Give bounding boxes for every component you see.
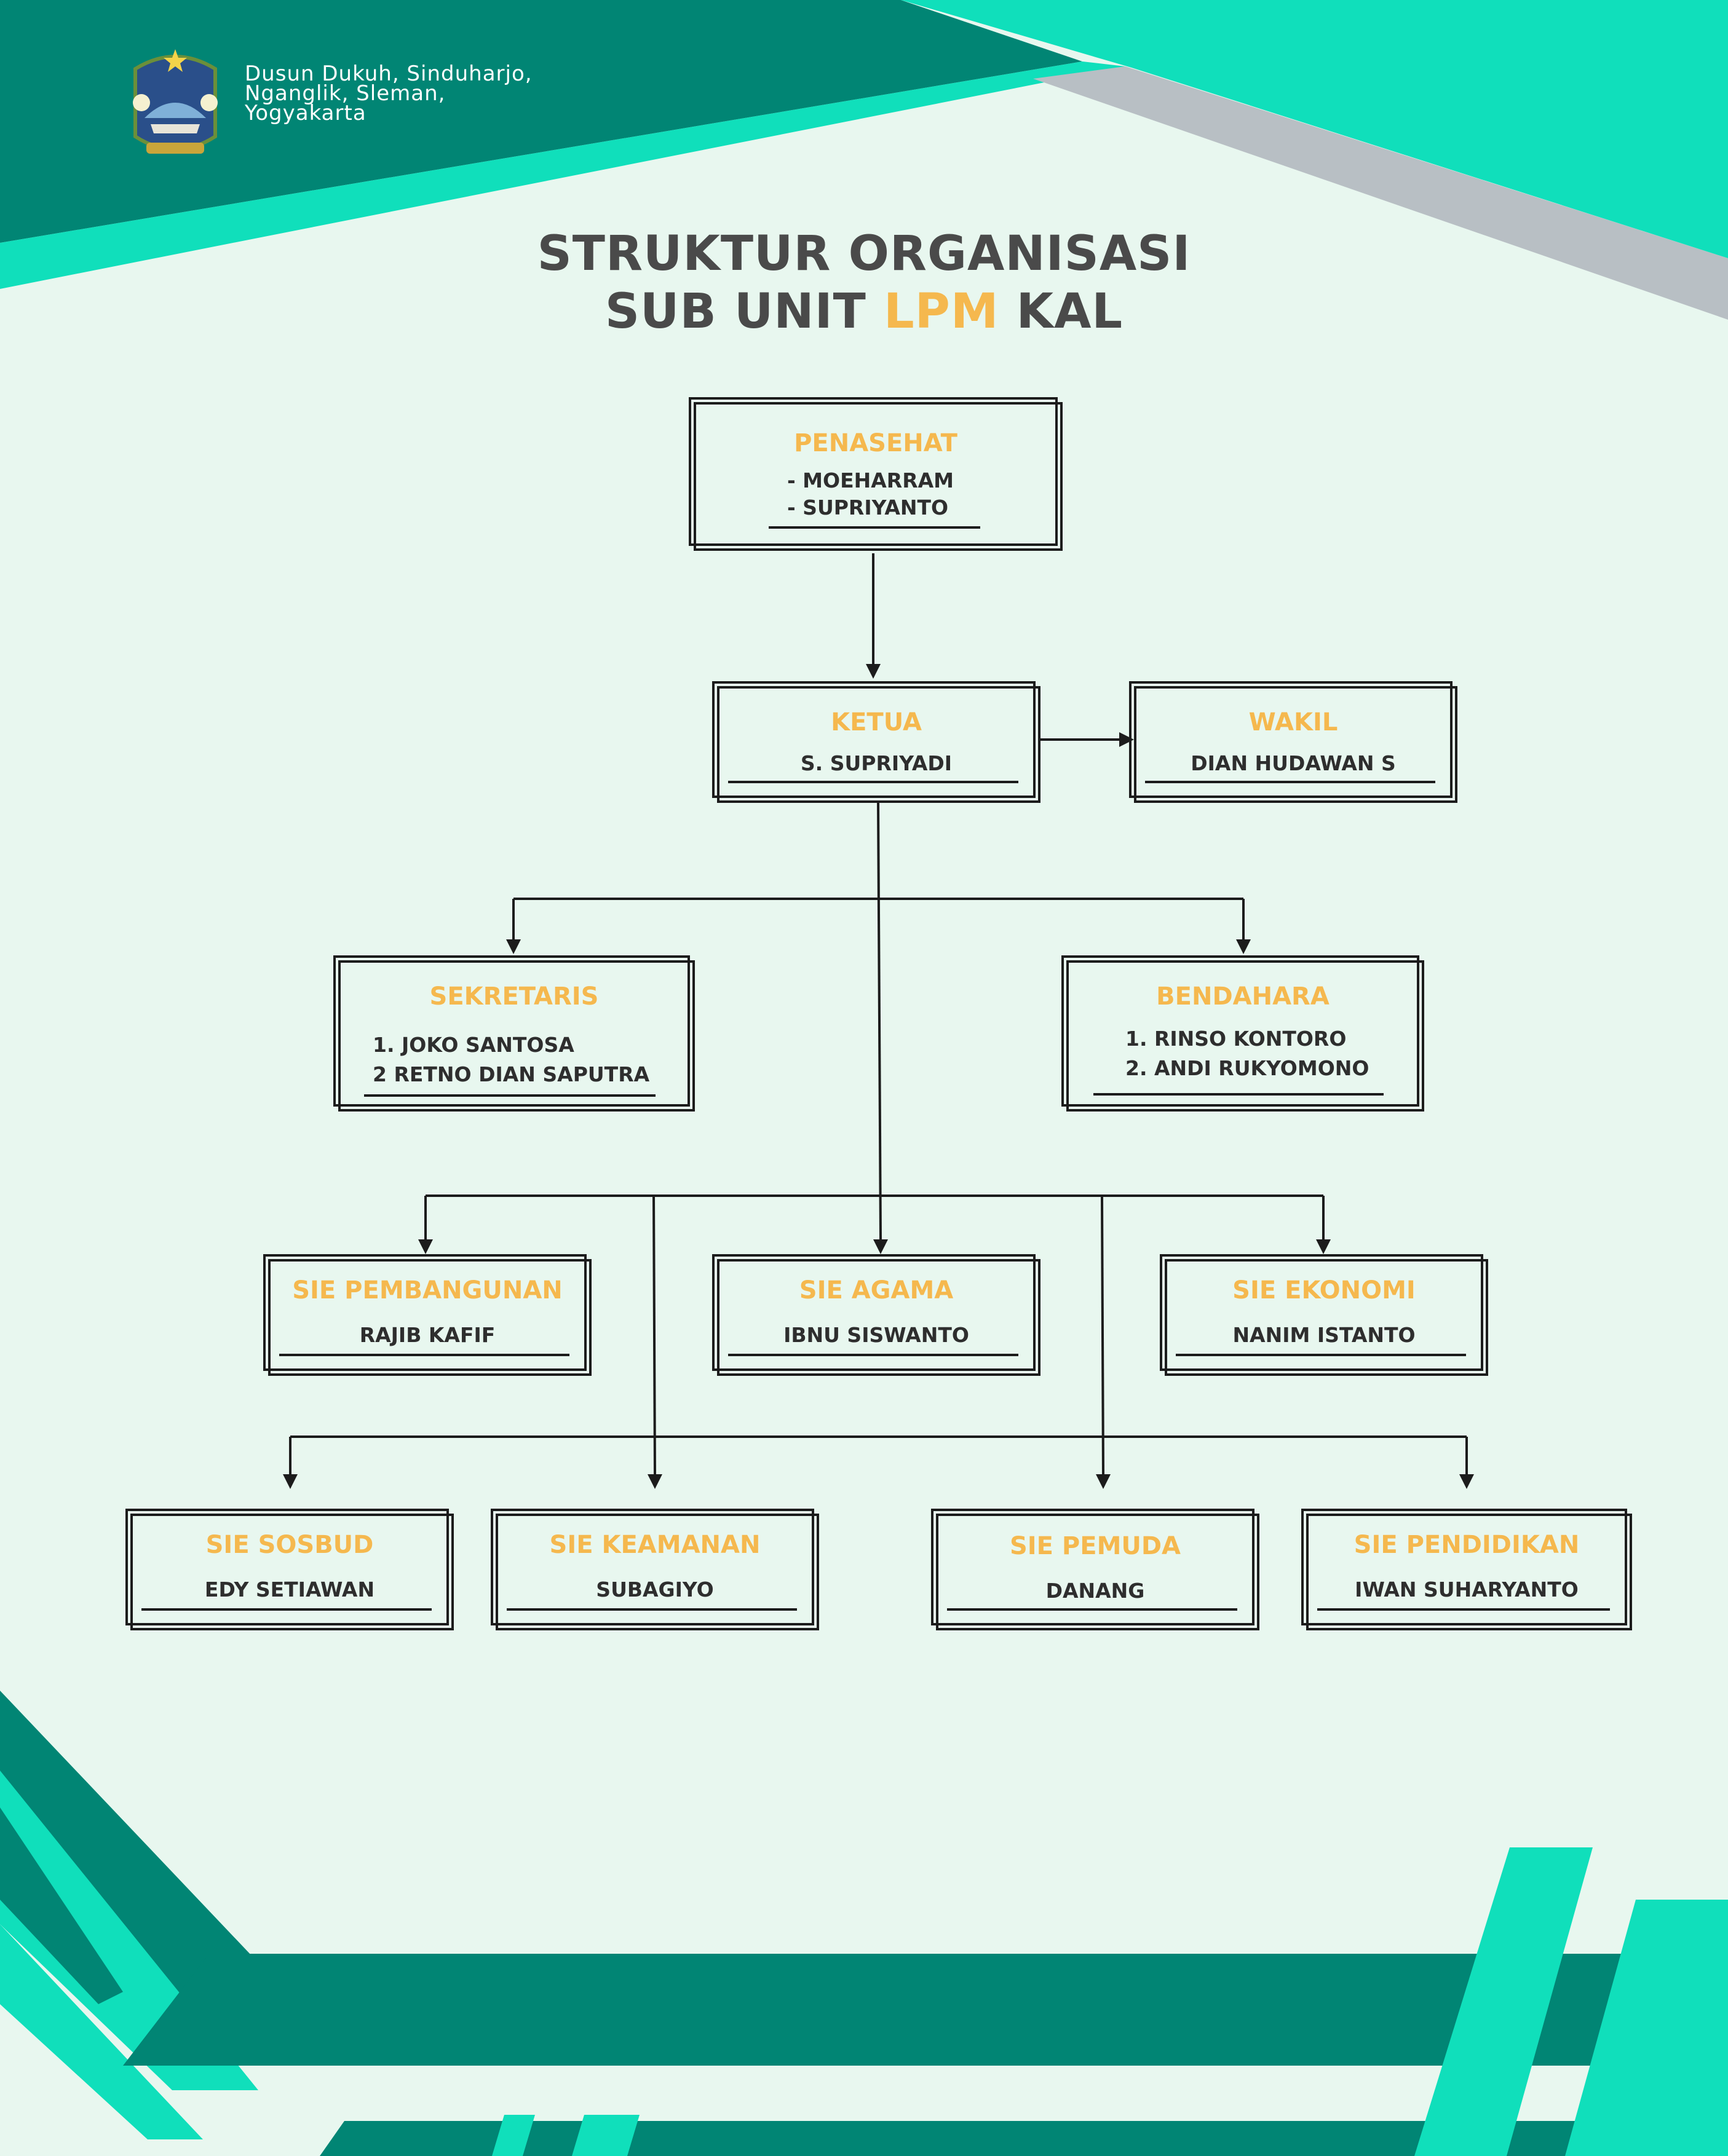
- name-underline: [364, 1094, 656, 1097]
- node-sie-pendidikan: SIE PENDIDIKAN IWAN SUHARYANTO: [1301, 1509, 1632, 1630]
- node-role: SIE AGAMA: [799, 1276, 954, 1305]
- node-sie-agama: SIE AGAMA IBNU SISWANTO: [712, 1254, 1040, 1376]
- name-underline: [279, 1354, 569, 1356]
- node-bendahara: BENDAHARA 1. RINSO KONTORO 2. ANDI RUKYO…: [1061, 955, 1424, 1112]
- node-sie-ekonomi: SIE EKONOMI NANIM ISTANTO: [1160, 1254, 1488, 1376]
- top-band-grey: [1033, 66, 1728, 320]
- node-name: - MOEHARRAM: [787, 468, 954, 492]
- name-underline: [141, 1608, 432, 1611]
- node-name: SUBAGIYO: [596, 1578, 714, 1601]
- node-name: DANANG: [1045, 1579, 1145, 1603]
- node-name: 1. RINSO KONTORO: [1125, 1027, 1347, 1051]
- name-underline: [1145, 781, 1435, 783]
- address-line-2: Nganglik, Sleman,: [245, 81, 446, 106]
- node-name: 2 RETNO DIAN SAPUTRA: [373, 1062, 650, 1086]
- node-role: SIE PEMBANGUNAN: [292, 1276, 563, 1305]
- connector-lines: [289, 553, 1468, 1476]
- node-role: SIE EKONOMI: [1232, 1276, 1416, 1305]
- node-name: - SUPRIYANTO: [787, 496, 949, 519]
- node-name: S. SUPRIYADI: [800, 751, 953, 775]
- title-accent: LPM: [883, 284, 999, 339]
- top-strip-bright: [0, 61, 1125, 289]
- node-sie-pemuda: SIE PEMUDA DANANG: [931, 1509, 1259, 1630]
- node-name: 2. ANDI RUKYOMONO: [1125, 1056, 1369, 1080]
- bottom-band-dark-low: [320, 2121, 1728, 2156]
- node-sekretaris: SEKRETARIS 1. JOKO SANTOSA 2 RETNO DIAN …: [333, 955, 695, 1112]
- node-role: SEKRETARIS: [429, 982, 599, 1011]
- bottom-bright-strip-1: [492, 2115, 535, 2156]
- bottom-left-bright-2: [0, 1924, 203, 2139]
- node-name: NANIM ISTANTO: [1232, 1323, 1416, 1347]
- node-role: WAKIL: [1248, 708, 1338, 736]
- name-underline: [947, 1608, 1237, 1611]
- node-name: IWAN SUHARYANTO: [1355, 1578, 1579, 1601]
- name-underline: [728, 781, 1018, 783]
- bottom-bright-strip-2: [572, 2115, 640, 2156]
- node-names: 1. JOKO SANTOSA 2 RETNO DIAN SAPUTRA: [373, 1030, 649, 1089]
- title-line-1: STRUKTUR ORGANISASI: [537, 226, 1191, 282]
- name-underline: [507, 1608, 797, 1611]
- sleman-emblem-icon: [133, 49, 218, 154]
- node-name: IBNU SISWANTO: [783, 1323, 969, 1347]
- bottom-left-dark-2: [0, 1807, 123, 2004]
- address-block: Dusun Dukuh, Sinduharjo, Nganglik, Slema…: [245, 61, 589, 125]
- node-wakil: WAKIL DIAN HUDAWAN S: [1129, 681, 1457, 803]
- node-name: EDY SETIAWAN: [204, 1578, 375, 1601]
- node-names: - MOEHARRAM - SUPRIYANTO: [787, 466, 954, 523]
- bottom-band-dark: [123, 1954, 1728, 2066]
- node-sie-keamanan: SIE KEAMANAN SUBAGIYO: [491, 1509, 819, 1630]
- name-underline: [1176, 1354, 1466, 1356]
- title-line-2: SUB UNIT LPM KAL: [0, 284, 1728, 339]
- title-line-2-pre: SUB UNIT: [604, 284, 884, 339]
- node-role: SIE PEMUDA: [1009, 1532, 1181, 1560]
- node-name: DIAN HUDAWAN S: [1191, 751, 1396, 775]
- arrowheads: [283, 664, 1474, 1489]
- address-line-1: Dusun Dukuh, Sinduharjo,: [245, 61, 533, 86]
- node-role: KETUA: [831, 708, 922, 736]
- bottom-right-bar-2: [1565, 1900, 1728, 2156]
- top-right-bright: [901, 0, 1728, 258]
- node-role: SIE KEAMANAN: [549, 1531, 761, 1559]
- node-sie-sosbud: SIE SOSBUD EDY SETIAWAN: [125, 1509, 454, 1630]
- node-role: SIE PENDIDIKAN: [1353, 1531, 1580, 1559]
- address-line-3: Yogyakarta: [245, 101, 367, 125]
- node-role: BENDAHARA: [1156, 982, 1330, 1011]
- node-sie-pembangunan: SIE PEMBANGUNAN RAJIB KAFIF: [263, 1254, 592, 1376]
- node-name: 1. JOKO SANTOSA: [373, 1033, 574, 1057]
- node-names: 1. RINSO KONTORO 2. ANDI RUKYOMONO: [1125, 1024, 1369, 1083]
- node-name: RAJIB KAFIF: [359, 1323, 496, 1347]
- node-role: SIE SOSBUD: [205, 1531, 374, 1559]
- top-band-dark: [0, 0, 1082, 243]
- name-underline: [1317, 1608, 1610, 1611]
- name-underline: [1093, 1093, 1384, 1096]
- bottom-right-bar-1: [1414, 1847, 1593, 2156]
- name-underline: [769, 526, 980, 529]
- bottom-right-thin: [1625, 1935, 1728, 1943]
- node-role: PENASEHAT: [794, 429, 957, 457]
- name-underline: [728, 1354, 1018, 1356]
- node-penasehat: PENASEHAT - MOEHARRAM - SUPRIYANTO: [689, 397, 1063, 551]
- logo: [123, 44, 228, 162]
- node-ketua: KETUA S. SUPRIYADI: [712, 681, 1040, 803]
- title-line-2-post: KAL: [999, 284, 1124, 339]
